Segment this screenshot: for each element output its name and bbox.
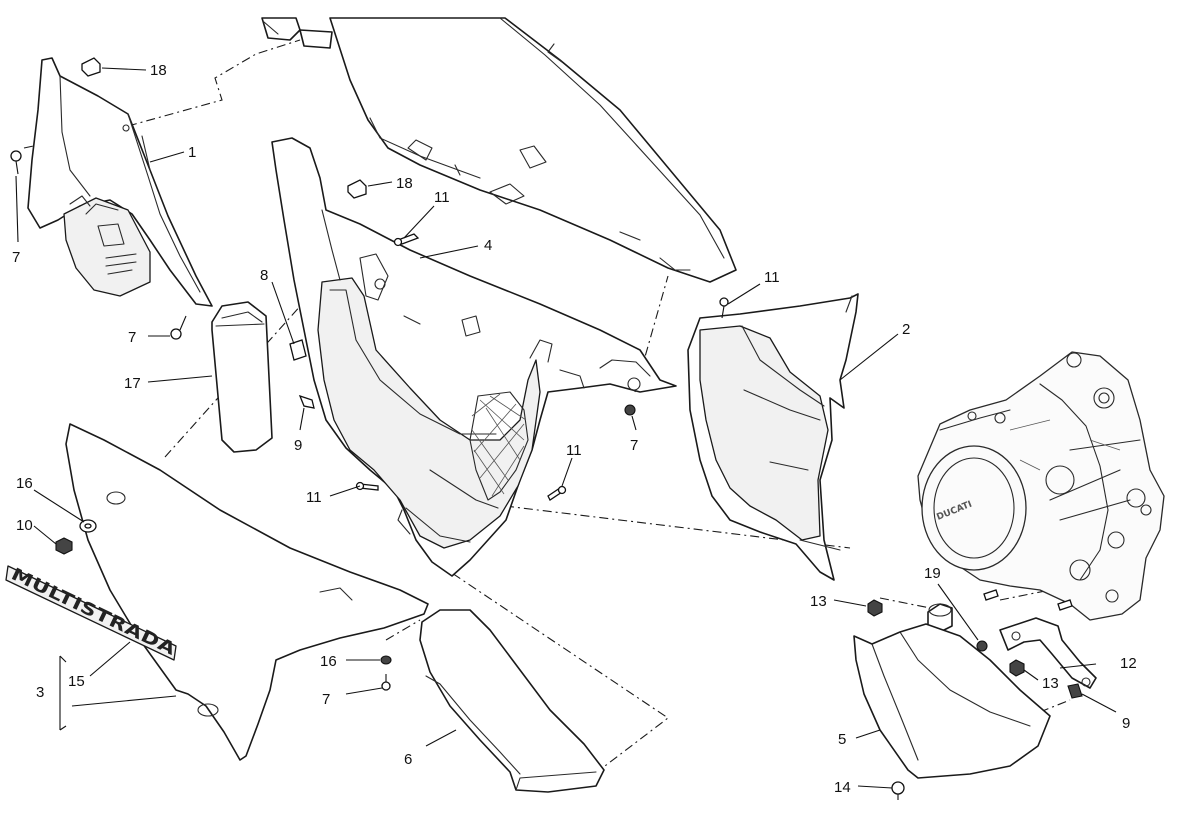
part-1-upper-left-panel xyxy=(27,57,213,307)
hex-nut-icon xyxy=(867,599,883,617)
screw-icon xyxy=(624,404,636,416)
clip-icon xyxy=(1067,683,1083,699)
screw-icon xyxy=(10,150,22,175)
part-5-lower-guard xyxy=(853,623,1051,779)
screw-icon xyxy=(719,297,729,319)
callout-11-right: 11 xyxy=(764,269,780,286)
callout-2: 2 xyxy=(902,321,910,338)
screw-icon xyxy=(393,233,420,247)
part-12-bracket xyxy=(999,617,1097,689)
clip-icon xyxy=(298,394,315,409)
callout-14: 14 xyxy=(834,779,851,796)
screw-icon xyxy=(547,485,567,501)
callout-11-lower-right: 11 xyxy=(566,442,582,459)
upper-fairing xyxy=(261,17,737,283)
callout-16-left: 16 xyxy=(16,475,33,492)
washer-icon xyxy=(380,655,392,665)
leader-lines xyxy=(15,67,1117,789)
callout-5: 5 xyxy=(838,731,846,748)
callout-labels: 18 1 7 7 18 11 4 8 17 9 7 11 2 11 11 16 … xyxy=(12,62,1137,796)
callout-6: 6 xyxy=(404,751,412,768)
callout-9-center: 9 xyxy=(294,437,302,454)
part-3-side-panel xyxy=(65,423,429,761)
callout-17: 17 xyxy=(124,375,141,392)
hex-nut-icon xyxy=(55,537,73,555)
part-17-air-duct xyxy=(211,301,273,453)
callout-18-mid: 18 xyxy=(396,175,413,192)
callout-19: 19 xyxy=(924,565,941,582)
callout-7-lower: 7 xyxy=(322,691,330,708)
callout-1: 1 xyxy=(188,144,196,161)
screw-icon xyxy=(170,315,187,340)
screw-icon xyxy=(381,674,391,691)
callout-16-center: 16 xyxy=(320,653,337,670)
callout-4: 4 xyxy=(484,237,492,254)
screw-icon xyxy=(355,481,379,491)
callout-13-top: 13 xyxy=(810,593,827,610)
callout-12: 12 xyxy=(1120,655,1137,672)
callout-8: 8 xyxy=(260,267,268,284)
screw-icon xyxy=(891,781,905,800)
callout-18-top: 18 xyxy=(150,62,167,79)
callout-3: 3 xyxy=(36,684,44,701)
clip-icon xyxy=(81,57,101,77)
clip-icon xyxy=(347,179,367,199)
callout-7-center: 7 xyxy=(630,437,638,454)
part-2-right-panel xyxy=(687,293,859,581)
part-4-inner-panel xyxy=(271,137,677,577)
callout-9-right: 9 xyxy=(1122,715,1130,732)
washer-icon xyxy=(79,519,97,533)
callout-11-top: 11 xyxy=(434,189,450,206)
callout-7-left: 7 xyxy=(12,249,20,266)
hex-nut-icon xyxy=(1009,659,1025,677)
engine-side-cover: DUCATI xyxy=(917,351,1165,621)
callout-15: 15 xyxy=(68,673,85,690)
callout-7-mid-left: 7 xyxy=(128,329,136,346)
clip-icon xyxy=(289,339,307,361)
part-6-lower-cover xyxy=(419,609,605,793)
screw-icon xyxy=(976,640,988,652)
fasteners xyxy=(10,57,1083,800)
callout-13-bottom: 13 xyxy=(1042,675,1059,692)
callout-10: 10 xyxy=(16,517,33,534)
callout-11-lower-left: 11 xyxy=(306,489,322,506)
